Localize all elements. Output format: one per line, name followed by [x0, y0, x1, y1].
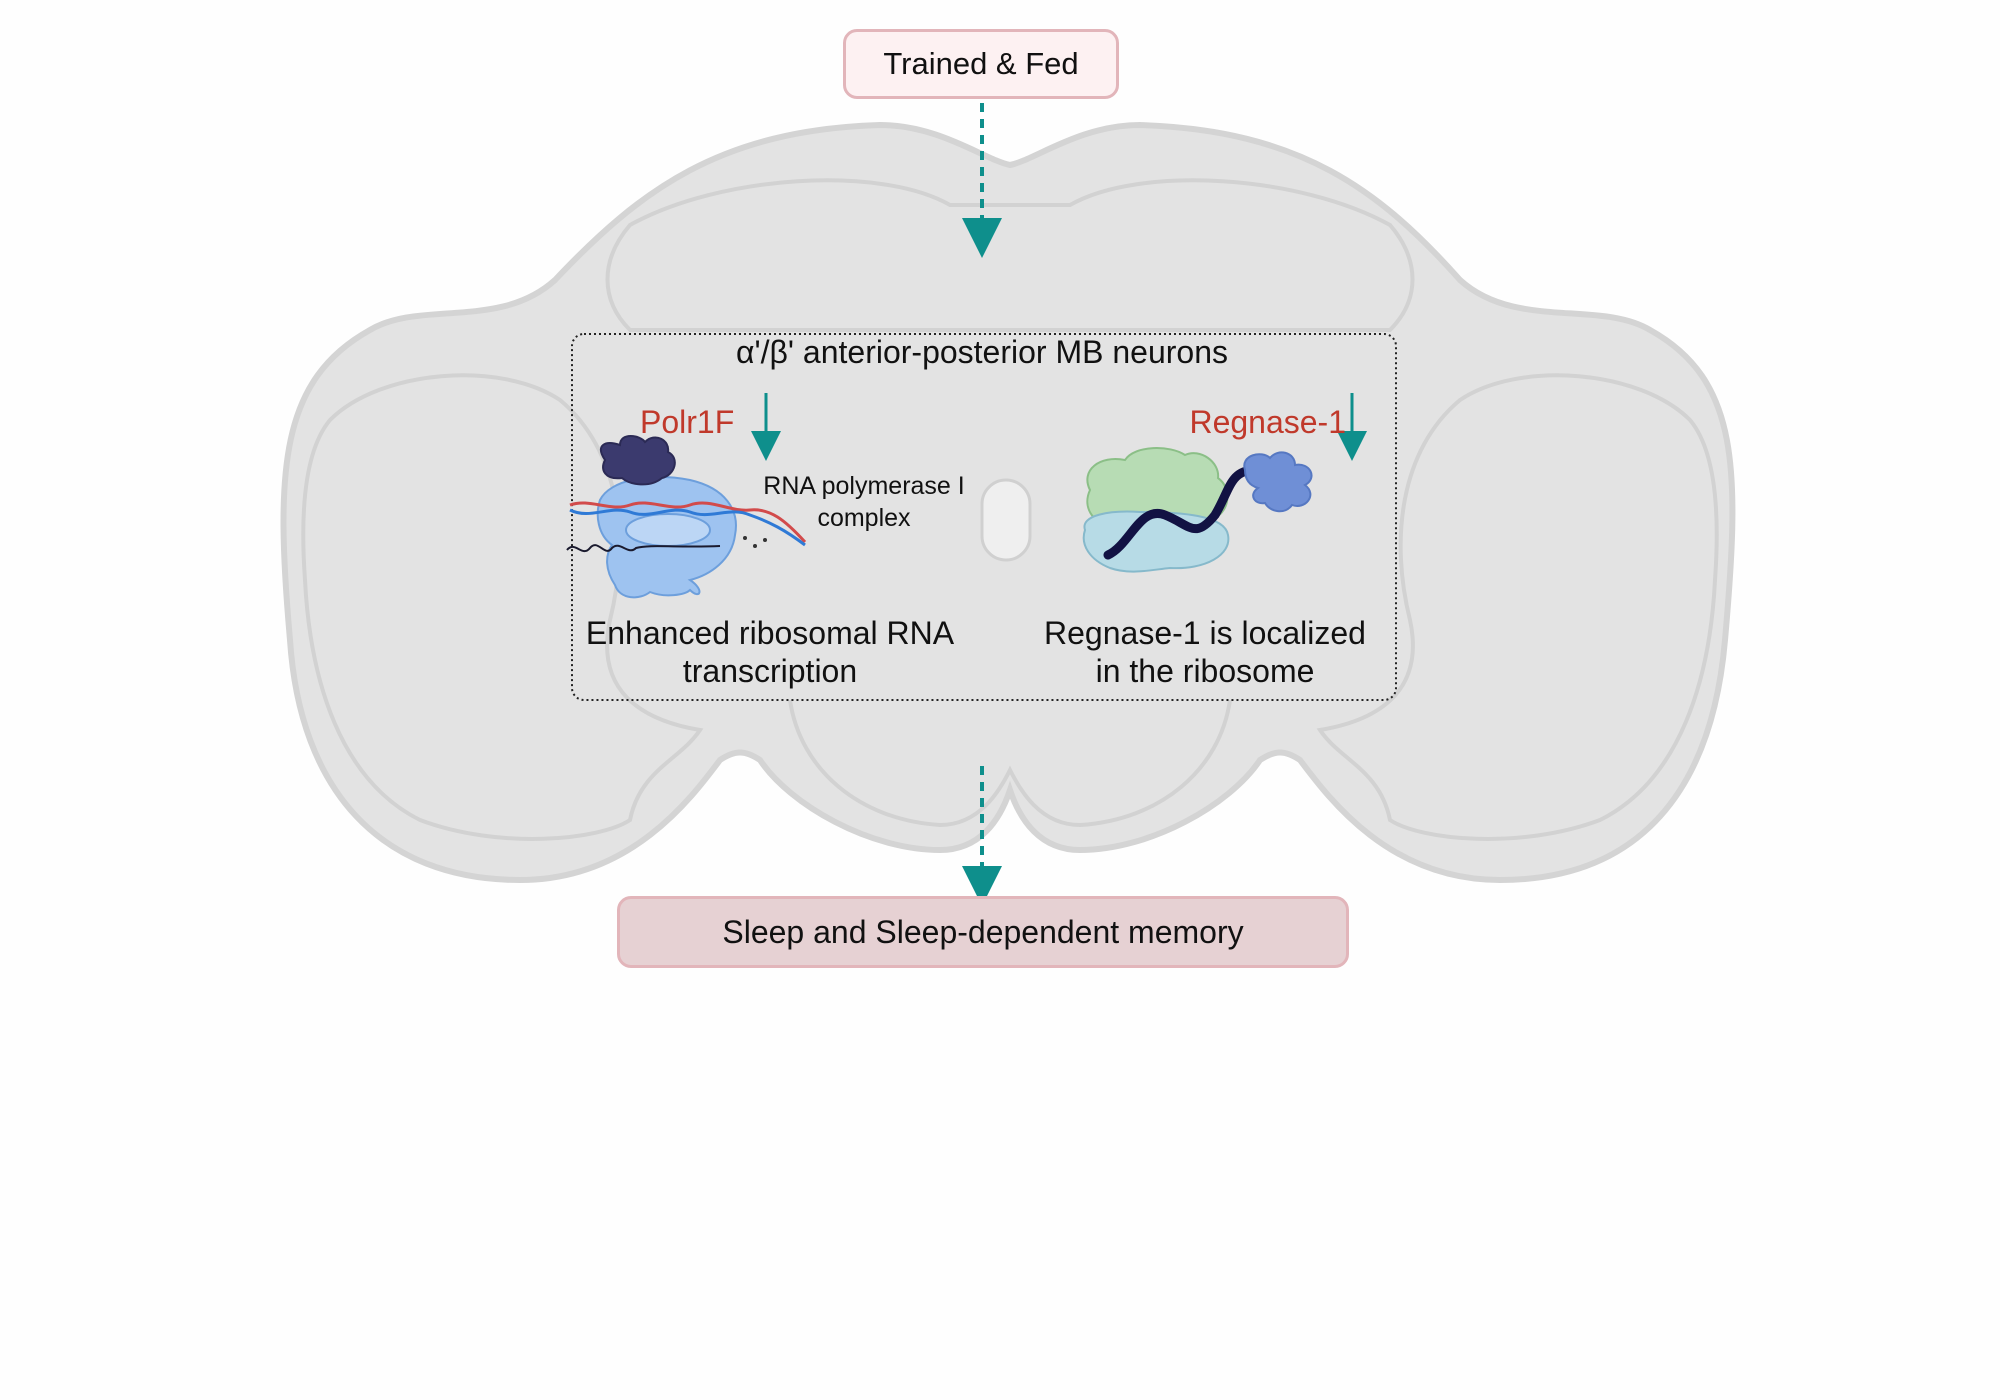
right-caption-line1: Regnase-1 is localized	[1044, 615, 1366, 651]
region-box	[571, 333, 1397, 701]
right-caption: Regnase-1 is localized in the ribosome	[1030, 614, 1380, 690]
polr1f-gene-label: Polr1F	[640, 404, 735, 440]
left-caption: Enhanced ribosomal RNA transcription	[570, 614, 970, 690]
rna-polymerase-complex-label-line2: complex	[817, 504, 911, 532]
rna-polymerase-i-icon	[566, 435, 807, 599]
sleep-memory-label: Sleep and Sleep-dependent memory	[722, 913, 1244, 950]
ribosome-icon	[1082, 447, 1313, 573]
right-caption-line2: in the ribosome	[1095, 653, 1315, 689]
region-title: α'/β' anterior-posterior MB neurons	[736, 334, 1228, 370]
rna-polymerase-complex-label: RNA polymerase I complex	[748, 470, 980, 534]
brain-outline	[280, 121, 1736, 884]
left-caption-line2: transcription	[682, 653, 858, 689]
trained-fed-box: Trained & Fed	[843, 29, 1119, 99]
sleep-memory-box: Sleep and Sleep-dependent memory	[617, 896, 1349, 968]
left-caption-line1: Enhanced ribosomal RNA	[585, 615, 955, 651]
rna-polymerase-complex-label-line1: RNA polymerase I	[763, 472, 965, 500]
regnase1-gene-label: Regnase-1	[1189, 404, 1346, 440]
trained-fed-label: Trained & Fed	[883, 46, 1079, 81]
